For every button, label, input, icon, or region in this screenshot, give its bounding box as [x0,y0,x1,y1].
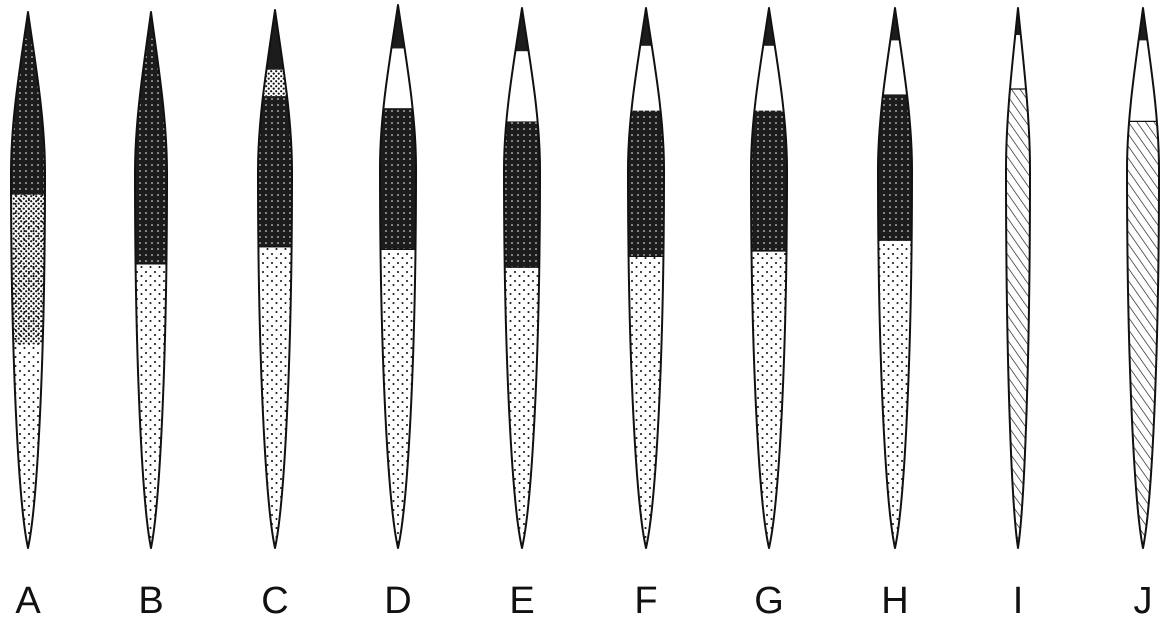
spine-label-i: I [1013,580,1024,619]
dark-band [626,111,666,257]
hatched-lower-zone [1004,89,1032,550]
dark-band [502,121,542,267]
spine-j [1125,8,1161,550]
spine-label-h: H [881,580,908,619]
spine-d [378,5,418,550]
spine-c [256,10,294,550]
dark-band [256,96,294,247]
dark-band [378,108,418,250]
spine-a [9,12,47,548]
spine-b [133,12,169,550]
spine-label-a: A [15,580,41,619]
dark-band [876,94,914,240]
spine-label-c: C [261,580,288,619]
hatched-lower-zone [1125,121,1161,550]
spine-label-e: E [509,580,534,619]
spine-label-g: G [754,580,784,619]
spine-f [626,8,666,550]
spine-label-d: D [384,580,411,619]
spine-g [749,8,789,550]
spine-label-f: F [634,580,657,619]
dark-band [133,39,169,265]
white-band [1004,35,1032,89]
spine-label-j: J [1134,580,1153,619]
dark-band [749,111,789,252]
dark-tip [256,10,294,70]
white-band [876,40,914,94]
dotted-lower-zone [502,267,542,550]
spine-e [502,8,542,550]
spine-label-b: B [138,580,163,619]
pale-ring [256,69,294,96]
spine-h [876,8,914,550]
spine-i [1004,8,1032,550]
